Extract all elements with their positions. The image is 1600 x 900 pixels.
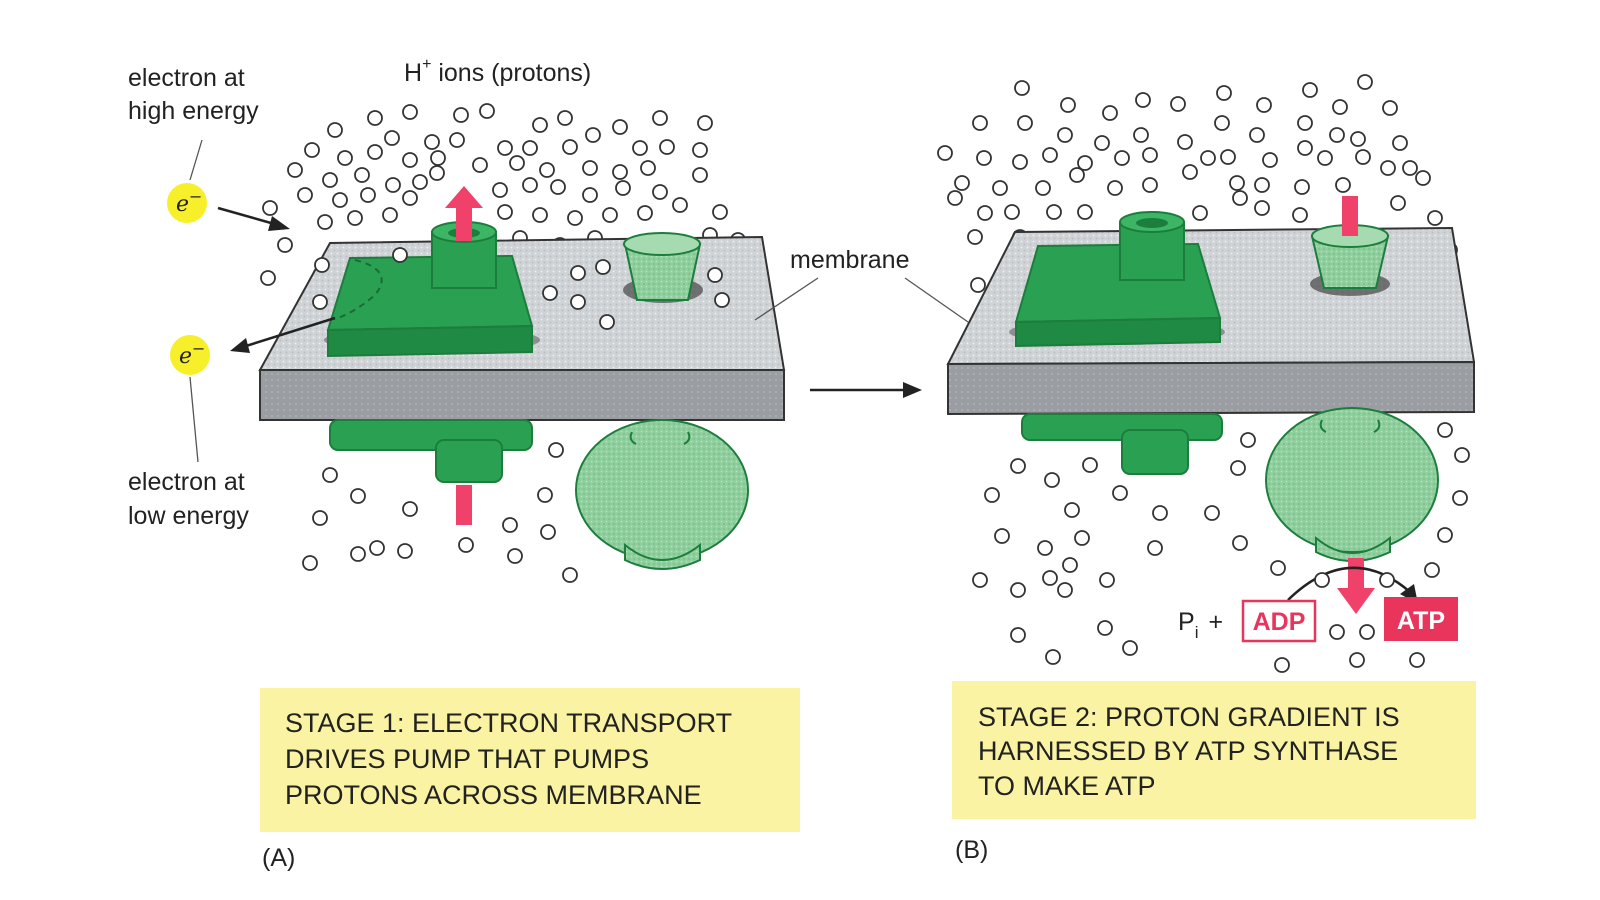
svg-text:e−: e− bbox=[179, 339, 205, 369]
proton-pump bbox=[326, 221, 534, 483]
stage-transition-arrow bbox=[810, 382, 922, 398]
caption-b: STAGE 2: PROTON GRADIENT IS HARNESSED BY… bbox=[978, 702, 1407, 801]
electron-low-pointer bbox=[189, 376, 199, 463]
atp-synthase-b bbox=[1265, 224, 1439, 562]
atp-label: ATP bbox=[1397, 607, 1445, 635]
proton-flow-arrow-up bbox=[445, 186, 483, 241]
svg-text:e−: e− bbox=[176, 187, 202, 217]
proton-pump-b bbox=[1014, 211, 1223, 475]
proton-flow-arrow-lower bbox=[456, 485, 472, 525]
atp-box bbox=[1384, 597, 1458, 641]
electron-high: e− bbox=[167, 183, 207, 223]
proton-cloud-a-lower bbox=[302, 247, 730, 583]
adp-box bbox=[1241, 599, 1317, 643]
proton-flow-arrow-b-top bbox=[1342, 196, 1358, 236]
membrane-label: membrane bbox=[790, 246, 910, 274]
atp-synthase-a bbox=[575, 232, 749, 570]
electron-high-label: electron at high energy bbox=[128, 64, 259, 125]
panel-a: e− e− electron at high energy electron a… bbox=[128, 56, 800, 872]
panel-letter-a: (A) bbox=[262, 844, 295, 872]
electron-low: e− bbox=[170, 335, 210, 375]
caption-box-a bbox=[260, 688, 800, 832]
proton-cloud-a bbox=[260, 103, 746, 286]
adp-label: ADP bbox=[1253, 608, 1306, 636]
caption-box-b bbox=[952, 681, 1476, 819]
membrane-pointer-a bbox=[754, 277, 819, 321]
phosphate-label: Pi+ bbox=[1178, 608, 1223, 642]
electron-arrow-out bbox=[230, 316, 336, 353]
electron-high-pointer bbox=[189, 139, 203, 181]
proton-flow-arrow-b-down bbox=[1337, 558, 1375, 614]
protons-label: H+ ions (protons) bbox=[404, 56, 591, 87]
caption-a: STAGE 1: ELECTRON TRANSPORT DRIVES PUMP … bbox=[285, 708, 739, 810]
electron-low-label: electron at low energy bbox=[128, 468, 252, 530]
panel-b: Pi+ ADP ATP STAGE 2: PROTON GRADIENT IS … bbox=[937, 74, 1476, 864]
electron-arrow-in bbox=[217, 206, 290, 231]
proton-cloud-b-lower bbox=[972, 422, 1470, 673]
membrane-pointer-b bbox=[904, 277, 969, 323]
panel-letter-b: (B) bbox=[955, 836, 988, 864]
